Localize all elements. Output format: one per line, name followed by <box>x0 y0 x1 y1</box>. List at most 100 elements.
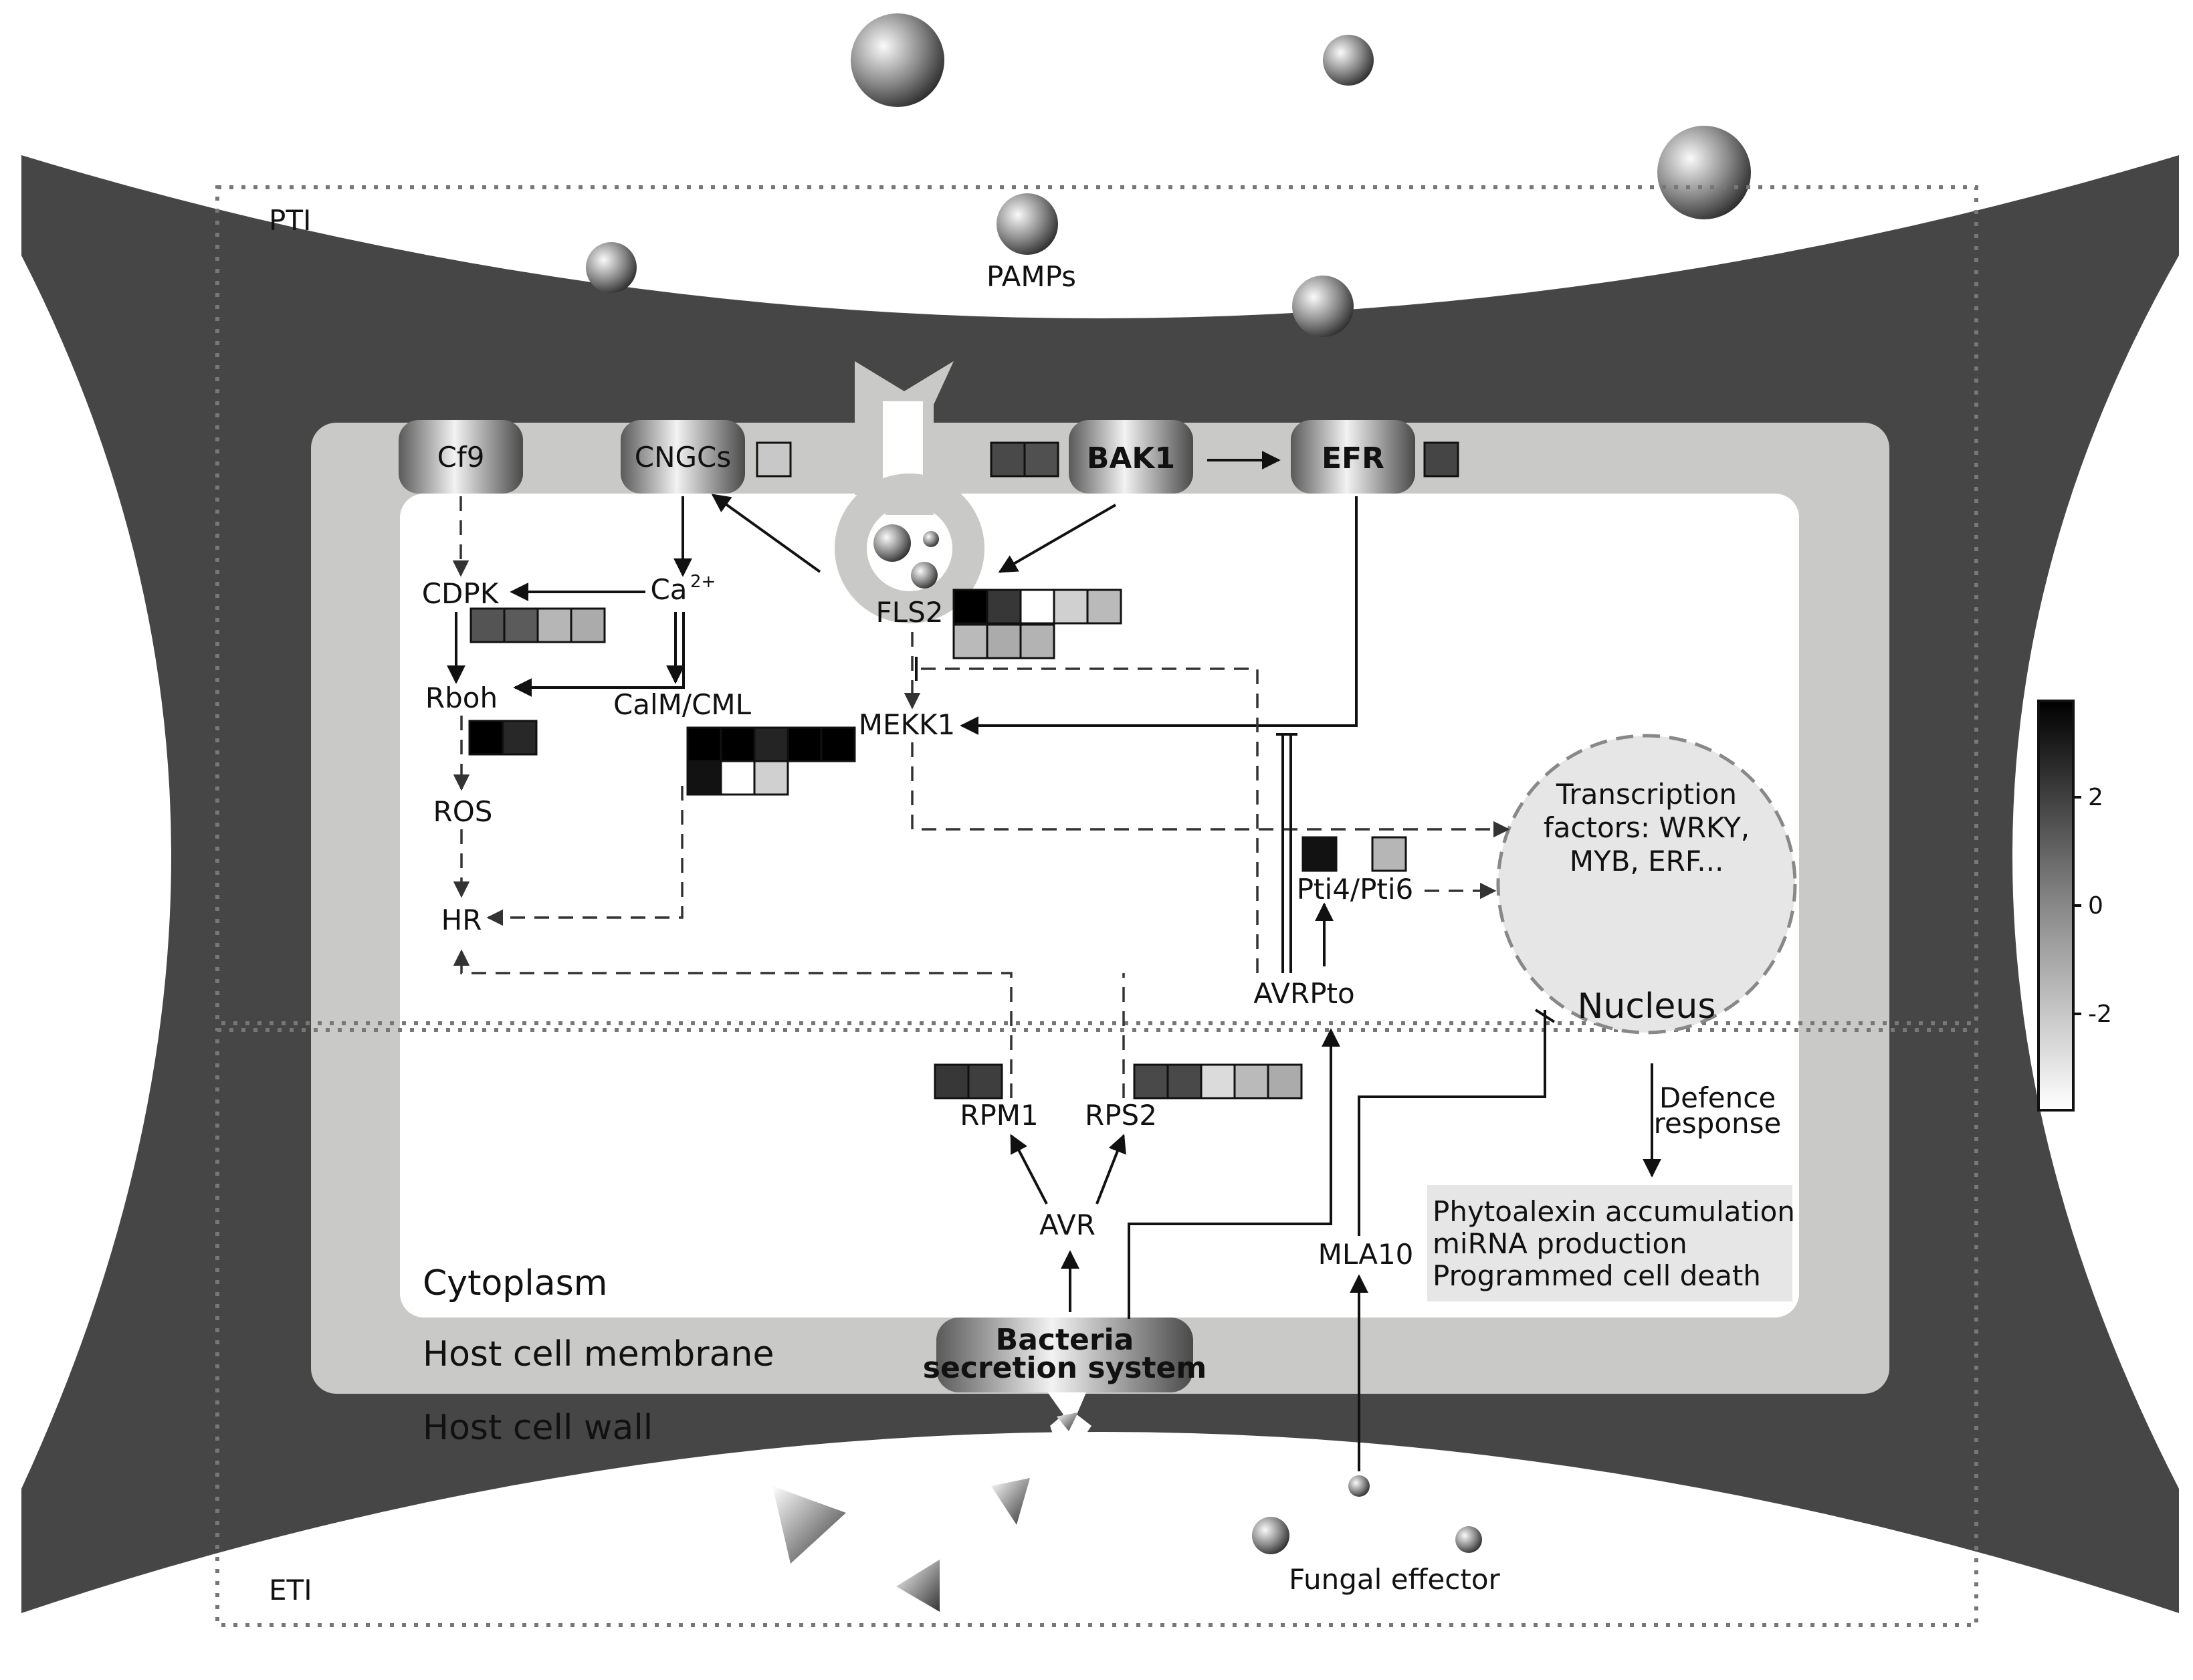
fungal-effector-sphere <box>1252 1517 1289 1554</box>
outcome-pcd: Programmed cell death <box>1433 1259 1761 1292</box>
bacteria-secretion-system: Bacteria secretion system <box>923 1318 1207 1392</box>
heatmap-cell <box>986 589 1022 625</box>
pamp-sphere <box>586 242 637 293</box>
fls2-to-cngcs-arrow <box>711 494 821 573</box>
avrpto-label: AVRPto <box>1253 977 1354 1010</box>
colorbar-tick-label: 2 <box>2088 784 2103 811</box>
heatmap-cell <box>753 760 789 796</box>
heatmap-cell <box>1371 836 1407 872</box>
avr-to-rps2-arrow <box>1095 1134 1126 1204</box>
heatmap-cell <box>967 1063 1003 1099</box>
mekk1-label: MEKK1 <box>859 708 956 741</box>
heatmap-cell <box>756 441 792 478</box>
avrpto-inhibit-fls2 <box>916 667 1259 973</box>
outcomes-box <box>1427 1185 1792 1301</box>
mla10-label: MLA10 <box>1318 1238 1414 1271</box>
heatmap-cell <box>468 720 504 756</box>
heatmap-cell <box>787 726 823 762</box>
pamp-sphere <box>1292 276 1354 337</box>
bacterial-effector-triangle <box>772 1486 846 1564</box>
defence-line2: response <box>1654 1107 1782 1140</box>
secretion-label-line1: Bacteria <box>996 1323 1134 1357</box>
heatmap-cell <box>503 607 539 643</box>
heatmap-cell <box>502 720 538 756</box>
bacterial-effector-triangle <box>991 1478 1030 1525</box>
colorbar: 2 0 -2 <box>2037 700 2112 1112</box>
secretion-label-line2: secretion system <box>923 1351 1207 1385</box>
pamp-sphere <box>1323 35 1374 86</box>
nucleus-label: Nucleus <box>1578 986 1716 1027</box>
nucleus <box>1496 734 1797 1035</box>
bak1-receptor: BAK1 <box>1069 420 1193 494</box>
colorbar-tick-label: 0 <box>2088 892 2103 920</box>
avr-label: AVR <box>1039 1209 1095 1241</box>
ca-superscript: 2+ <box>690 572 716 592</box>
bak1-label: BAK1 <box>1087 441 1175 476</box>
heatmap-cell <box>720 760 756 796</box>
efr-label: EFR <box>1322 441 1384 476</box>
heatmap-cell <box>820 726 856 762</box>
bound-pamp-sphere <box>873 524 911 562</box>
efr-to-mekk1-arrow <box>960 496 1358 735</box>
cngcs-receptor: CNGCs <box>621 420 745 494</box>
heatmap-cell <box>1086 589 1122 625</box>
rpm1-to-hr-arrow <box>453 949 1013 1098</box>
cdpk-label: CDPK <box>422 577 500 610</box>
transcription-line1: Transcription <box>1556 778 1737 811</box>
fungal-effector-sphere <box>1348 1475 1370 1497</box>
heatmap-cell <box>952 589 988 625</box>
heatmap-cell <box>1133 1063 1169 1099</box>
fungal-effector-sphere <box>1455 1526 1482 1553</box>
bak1-to-fls2-arrow <box>998 504 1117 573</box>
cytoplasm-area <box>400 494 1799 1318</box>
heatmap-cell <box>1019 623 1055 659</box>
bacterial-effector-triangle <box>1057 1412 1078 1431</box>
heatmap-cell <box>536 607 572 643</box>
hr-label: HR <box>441 904 482 936</box>
defence-line1: Defence <box>1659 1081 1776 1114</box>
heatmap-cell <box>1200 1063 1236 1099</box>
mla10-nucleus-entry <box>1534 1009 1556 1023</box>
heatmap-cell <box>1301 836 1338 872</box>
avr-to-rpm1-arrow <box>1010 1134 1048 1204</box>
heatmap-cell <box>720 726 756 762</box>
heatmap-cell <box>1019 589 1055 625</box>
efr-receptor: EFR <box>1291 420 1415 494</box>
heatmap-cell <box>934 1063 970 1099</box>
bound-pamp-sphere <box>923 531 939 547</box>
heatmap-cell <box>1053 589 1089 625</box>
cf9-label: Cf9 <box>437 441 485 474</box>
transcription-line2: factors: WRKY, <box>1544 811 1750 844</box>
cngcs-label: CNGCs <box>635 441 732 474</box>
rboh-label: Rboh <box>425 681 498 714</box>
heatmap-cell <box>1233 1063 1269 1099</box>
transcription-line3: MYB, ERF... <box>1570 845 1724 877</box>
outcome-phytoalexin: Phytoalexin accumulation <box>1433 1195 1795 1228</box>
wall-label: Host cell wall <box>423 1408 653 1448</box>
eti-label: ETI <box>269 1574 312 1606</box>
calm-to-hr-arrow <box>486 786 684 926</box>
rps2-label: RPS2 <box>1085 1099 1157 1132</box>
cf9-receptor: Cf9 <box>399 420 523 494</box>
mla10-to-nucleus-line <box>1358 1010 1546 1236</box>
heatmap-cell <box>686 760 722 796</box>
heatmap-cell <box>1267 1063 1303 1099</box>
ca-label: Ca <box>650 573 687 606</box>
fls2-notch <box>876 495 943 515</box>
outcome-mirna: miRNA production <box>1433 1227 1687 1260</box>
heatmap-cell <box>990 441 1026 478</box>
heatmap-cell <box>952 623 988 659</box>
colorbar-gradient <box>2037 700 2075 1112</box>
pamp-sphere <box>851 13 944 107</box>
pamps-label: PAMPs <box>986 260 1076 293</box>
heatmap-cell <box>1166 1063 1203 1099</box>
bacterial-effector-triangle <box>896 1560 940 1612</box>
pti-region <box>215 185 1978 1025</box>
heatmap-cell <box>753 726 789 762</box>
colorbar-tick-label: -2 <box>2088 1001 2112 1028</box>
heatmap-cell <box>1023 441 1059 478</box>
pamp-sphere <box>997 193 1058 255</box>
heatmap-cell <box>686 726 722 762</box>
heatmap-cell <box>570 607 606 643</box>
fungal-effector-label: Fungal effector <box>1289 1563 1500 1596</box>
